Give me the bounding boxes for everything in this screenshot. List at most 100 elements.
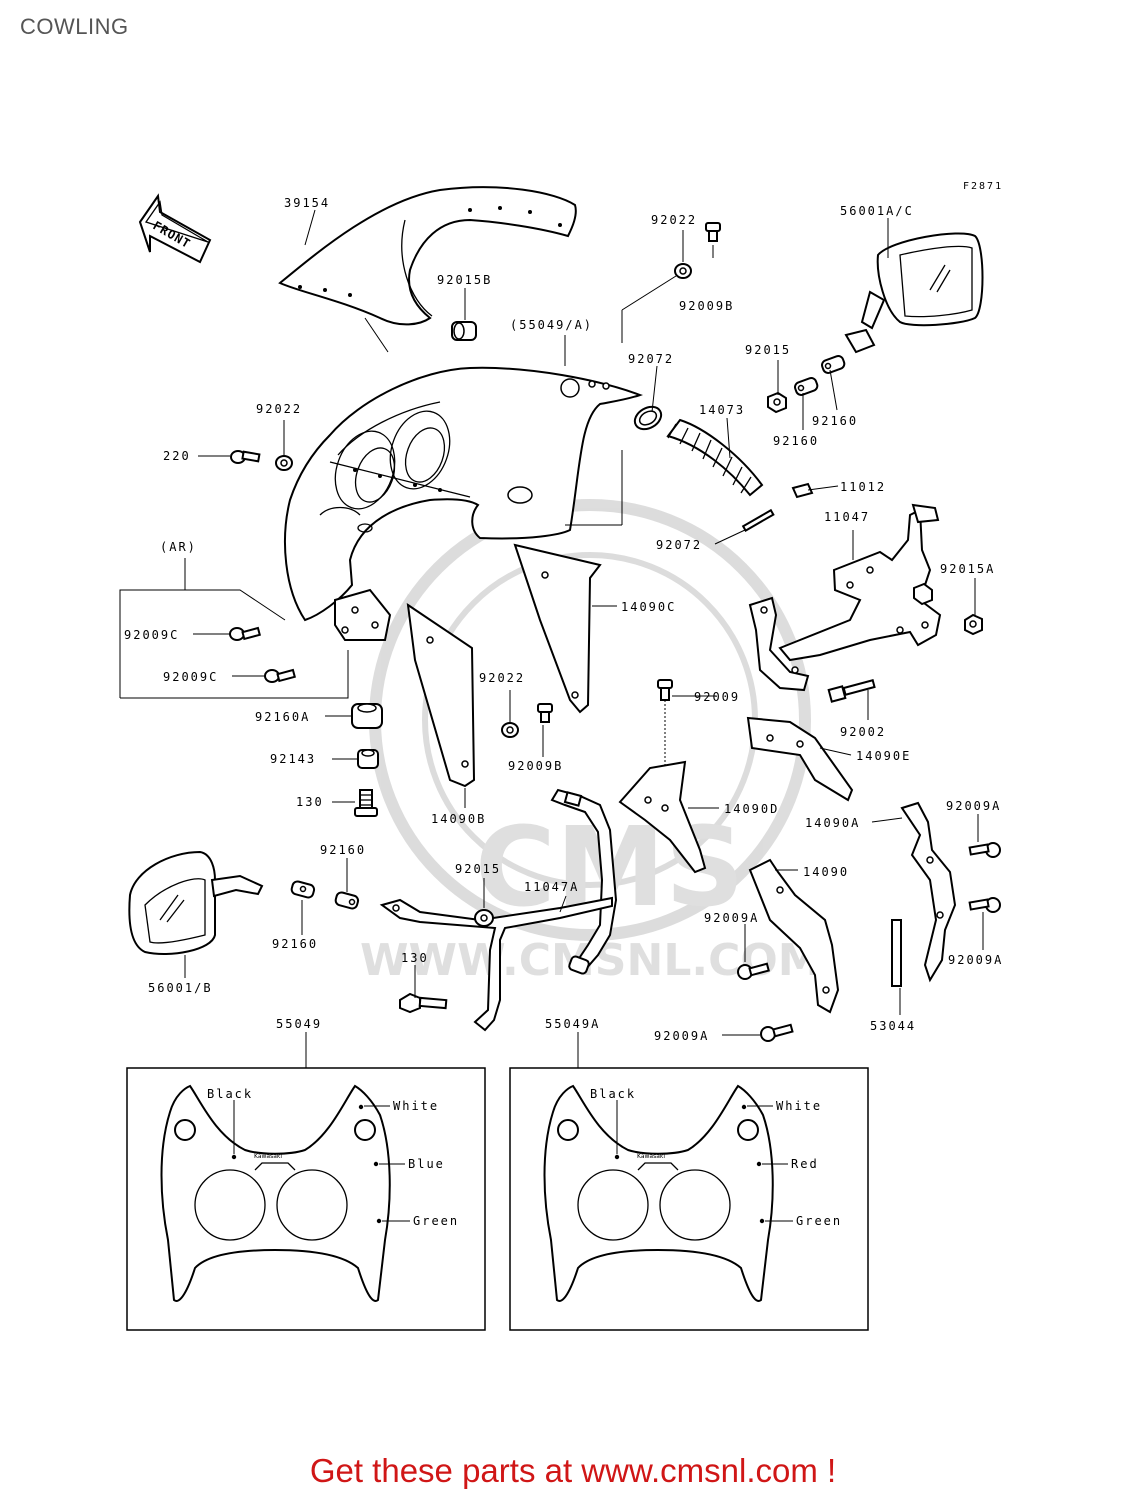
pad-11012 [791,482,814,499]
nut-92015-top [767,391,787,414]
callout-14090a: 14090A [805,816,860,830]
inner-panel-14090a [900,801,957,983]
callout-56001ac: 56001A/C [840,204,914,218]
inner-panel-14090d [618,760,707,874]
callout-92022-left: 92022 [256,402,302,416]
inset-55049a-white: White [776,1099,822,1113]
callout-130-lower: 130 [401,951,429,965]
callout-14090e: 14090E [856,749,911,763]
ar-box [119,589,349,699]
callout-92015-top: 92015 [745,343,791,357]
callout-92160-top-b: 92160 [773,434,819,448]
inset-55049-white: White [393,1099,439,1113]
callout-55049: 55049 [276,1017,322,1031]
inset-55049a-red: Red [791,1157,819,1171]
callout-92009c-b: 92009C [163,670,218,684]
figure-code: F2871 [963,181,1003,192]
inset-brand-55049a: Kawasaki [637,1153,665,1160]
callout-11047: 11047 [824,510,870,524]
inset-55049a-green: Green [796,1214,842,1228]
inset-55049-black: Black [207,1087,253,1101]
callout-11012: 11012 [840,480,886,494]
screw-92009b-mid [537,703,553,723]
callout-220: 220 [163,449,191,463]
leader-lines [184,209,984,1068]
callout-92009a-right-lower: 92009A [948,953,1003,967]
inset-55049: Kawasaki Black White Blue Green [126,1067,486,1331]
grommet-92015b [451,321,477,341]
screw-92009 [657,679,673,790]
callout-14073: 14073 [699,403,745,417]
bolt-130-upper [354,789,378,817]
screw-92009c-b [264,668,296,683]
callout-92009c-a: 92009C [124,628,179,642]
inset-55049a: Kawasaki Black White Red Green [509,1067,869,1331]
callout-92160a: 92160A [255,710,310,724]
callout-92009: 92009 [694,690,740,704]
inner-panel-14090e [746,716,854,802]
callout-92160-top-a: 92160 [812,414,858,428]
air-duct-14073 [666,418,764,497]
callout-92009a-right-upper: 92009A [946,799,1001,813]
damper-92160-top-b [821,355,846,374]
callout-92015b: 92015B [437,273,492,287]
callout-14090c: 14090C [621,600,676,614]
damper-92160-top-a [794,377,819,396]
inner-panel-14090 [748,858,840,1014]
stay-11047 [748,503,942,692]
callout-92009a-low: 92009A [654,1029,709,1043]
windshield-39154 [278,186,577,353]
callout-39154: 39154 [284,196,330,210]
callout-55049a: 55049A [545,1017,600,1031]
inner-panel-14090b [406,602,476,788]
callout-92160-low: 92160 [272,937,318,951]
callout-92143: 92143 [270,752,316,766]
callout-14090d: 14090D [724,802,779,816]
washer-92022-left [275,455,293,471]
callout-92009a-mid: 92009A [704,911,759,925]
clamp-92072-upper [633,405,663,431]
callout-14090b: 14090B [431,812,486,826]
damper-92160-mid-a [334,891,360,910]
callout-92022-top: 92022 [651,213,697,227]
callout-92160-mid: 92160 [320,843,366,857]
screw-92009a-mid [737,962,770,980]
cowl-mount-bracket [334,588,392,641]
callout-92002: 92002 [840,725,886,739]
collar-92143 [357,749,379,769]
callout-11047a: 11047A [524,880,579,894]
inset-55049-green: Green [413,1214,459,1228]
washer-92022-mid [501,722,519,738]
callout-130-upper: 130 [296,795,324,809]
inset-55049-blue: Blue [408,1157,445,1171]
screw-92009c-a [229,626,261,641]
callout-14090: 14090 [803,865,849,879]
callout-56001b: 56001/B [148,981,213,995]
bolt-92002 [827,678,876,703]
screw-220 [230,450,261,464]
screw-92009b-top [705,222,721,242]
callout-92009b-mid: 92009B [508,759,563,773]
screw-92009a-right-lower [968,897,1001,913]
mirror-56001ac [844,232,984,354]
callout-92009b-top: 92009B [679,299,734,313]
promo-link[interactable]: Get these parts at www.cmsnl.com ! [309,1452,837,1489]
nut-92015a [964,613,983,636]
bolt-130-lower [399,992,448,1014]
callout-92072-upper: 92072 [628,352,674,366]
front-direction-arrow: FRONT [138,193,212,264]
callout-55049a-paren: (55049/A) [510,318,593,332]
washer-92022-top [674,263,692,279]
callout-53044: 53044 [870,1019,916,1033]
nut-92015-mid [474,909,494,927]
grommet-92160a [351,703,383,729]
inset-brand-55049: Kawasaki [254,1153,282,1160]
callout-92015a: 92015A [940,562,995,576]
damper-92160-mid-b [290,880,316,899]
callout-92015-mid: 92015 [455,862,501,876]
callout-labels: 39154 92022 92009B 56001A/C 92015B (5504… [124,196,1003,1043]
stay-11047a [379,788,618,1032]
inner-panel-14090c [513,543,602,714]
callout-92022-mid: 92022 [479,671,525,685]
